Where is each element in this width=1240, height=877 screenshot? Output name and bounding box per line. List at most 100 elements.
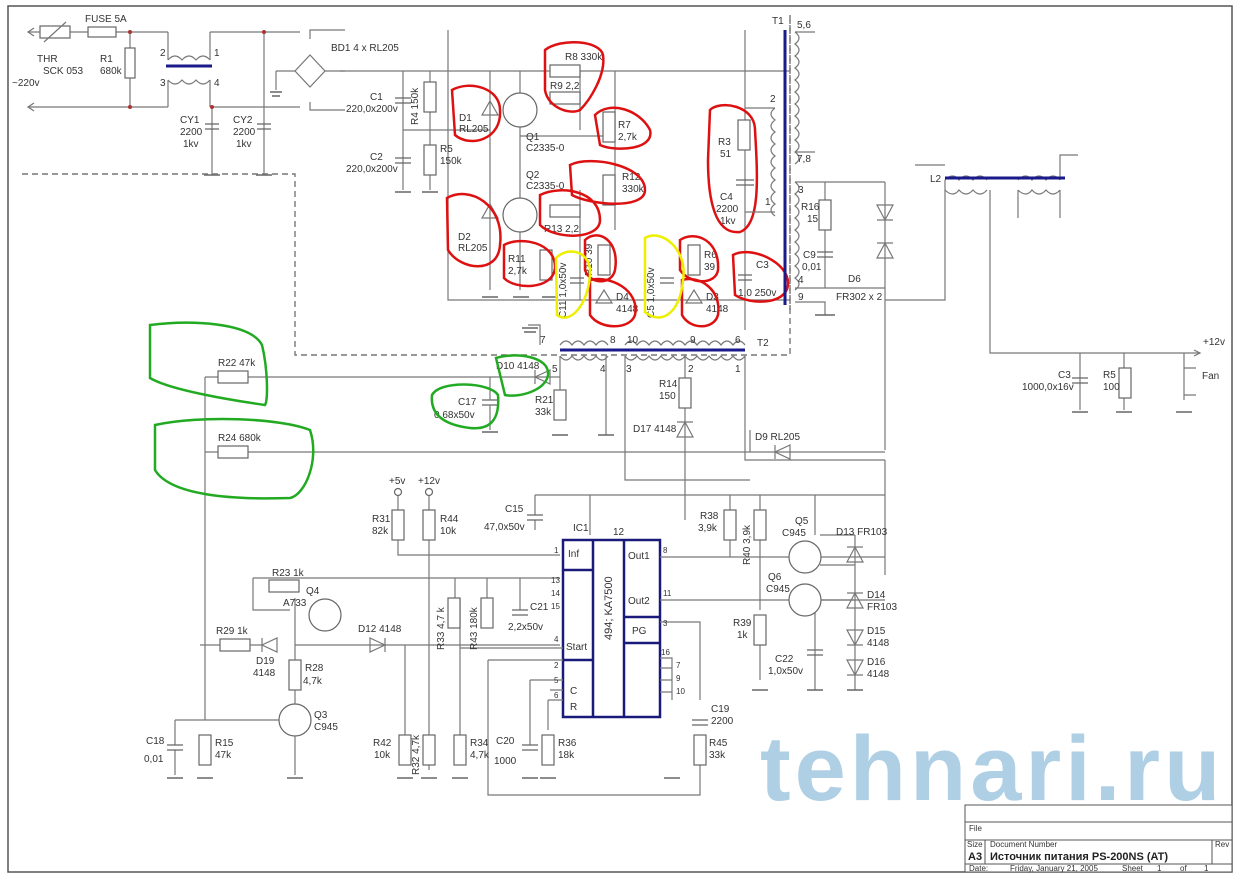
label-t2-pin: 1	[735, 364, 741, 375]
label-ic-pg: PG	[632, 626, 647, 637]
sheet-border	[7, 5, 1233, 873]
label-5v-rail: +5v	[389, 476, 405, 487]
label-c4-rating: 1kv	[720, 216, 736, 227]
watermark: tehnari.ru	[760, 718, 1224, 820]
label-t2-pin: 7	[540, 335, 546, 346]
common-mode-choke	[167, 55, 211, 85]
green-annotations	[148, 321, 550, 500]
title-sheet-total: 1	[1204, 864, 1209, 873]
label-t1-pin: 7,8	[797, 154, 811, 165]
resistor-r6	[687, 244, 701, 276]
label-ic-pin: 7	[676, 661, 681, 670]
label-r6: R6	[704, 250, 717, 261]
fuse	[87, 26, 117, 38]
label-c9: C9	[803, 250, 816, 261]
title-size-value: A3	[968, 851, 982, 863]
control-section: +5v +12v R31 82k R44 10k C15 47,0x50v IC…	[144, 460, 897, 796]
transformer-t2: 7 8 10 9 6 T2 5 4 3 2 1	[522, 324, 885, 520]
label-t1: T1	[772, 16, 784, 27]
label-ic-pin: 9	[676, 674, 681, 683]
label-d10: D10 4148	[496, 361, 540, 372]
label-r14-value: 150	[659, 391, 676, 402]
label-t2-pin: 2	[688, 364, 694, 375]
resistor-r40	[753, 509, 767, 541]
capacitor-c17	[482, 399, 498, 406]
label-d1: D1	[459, 113, 472, 124]
resistor-r4	[423, 81, 437, 113]
label-r36: R36	[558, 738, 577, 749]
label-cy1-value: 2200	[180, 127, 203, 138]
label-d6: D6	[848, 274, 861, 285]
label-r13: R13 2,2	[544, 224, 579, 235]
resistor-r31	[391, 509, 405, 541]
title-size-label: Size	[967, 840, 983, 849]
label-d4: D4	[616, 292, 629, 303]
label-12v-rail: +12v	[418, 476, 440, 487]
label-t1-pin: 5,6	[797, 20, 811, 31]
resistor-r1	[124, 47, 136, 79]
label-c1-value: 220,0x200v	[346, 104, 398, 115]
label-q2: Q2	[526, 170, 540, 181]
label-r38: R38	[700, 511, 719, 522]
label-r28: R28	[305, 663, 324, 674]
label-d4-value: 4148	[616, 304, 639, 315]
label-ic-pin: 11	[663, 589, 672, 598]
diode-d15	[846, 629, 864, 647]
diodes-d4-d3	[594, 288, 704, 304]
label-r8: R8 330k	[565, 52, 603, 63]
label-q5: Q5	[795, 516, 809, 527]
label-l2: L2	[930, 174, 942, 185]
label-d6-value: FR302 x 2	[836, 292, 883, 303]
label-c3-out-value: 1000,0x16v	[1022, 382, 1074, 393]
label-q5-value: C945	[782, 528, 806, 539]
title-of-label: of	[1180, 864, 1187, 873]
label-c18-value: 0,01	[144, 754, 164, 765]
title-file-label: File	[969, 824, 982, 833]
label-t2-pin: 8	[610, 335, 616, 346]
label-d1-value: RL205	[459, 124, 489, 135]
diode-d10	[533, 369, 551, 385]
label-thr: THR	[37, 54, 58, 65]
title-date-label: Date:	[969, 864, 988, 873]
capacitor-c19	[692, 719, 708, 726]
isolation-barrier	[22, 20, 791, 356]
transistor-q5	[788, 540, 822, 574]
bridge-rectifier-bd1: BD1 4 x RL205	[270, 29, 399, 111]
label-t1-pin: 4	[798, 275, 804, 286]
label-d2-value: RL205	[458, 243, 488, 254]
resistor-r3	[737, 119, 751, 151]
label-r7-value: 2,7k	[618, 132, 638, 143]
label-q6: Q6	[768, 572, 782, 583]
label-cy2-rating: 1kv	[236, 139, 252, 150]
label-r33: R33 4,7 k	[436, 606, 447, 650]
resistor-r23	[268, 579, 300, 593]
label-ic-part: 494; KA7500	[603, 576, 615, 640]
resistor-r24	[217, 445, 249, 459]
label-r39: R39	[733, 618, 752, 629]
label-d14: D14	[867, 590, 886, 601]
diode-d13	[846, 545, 864, 563]
label-ic-pin: 2	[554, 661, 559, 670]
label-r14: R14	[659, 379, 678, 390]
label-c18: C18	[146, 736, 165, 747]
label-choke-pin: 2	[160, 48, 166, 59]
label-ic-pin: 13	[551, 576, 560, 585]
label-t1-pin: 9	[798, 292, 804, 303]
label-t2-pin: 3	[626, 364, 632, 375]
label-c9-value: 0,01	[802, 262, 822, 273]
label-ic-pin: 3	[663, 619, 668, 628]
label-c20-value: 1000	[494, 756, 517, 767]
label-d14-value: FR103	[867, 602, 897, 613]
label-cy1-rating: 1kv	[183, 139, 199, 150]
label-r29: R29 1k	[216, 626, 249, 637]
resistor-r7	[602, 111, 616, 143]
capacitor-c22	[807, 649, 823, 656]
transistor-q1	[502, 92, 538, 128]
label-r21: R21	[535, 395, 554, 406]
mains-arrow-icon	[26, 27, 35, 112]
label-r6-value: 39	[704, 262, 716, 273]
label-q1: Q1	[526, 132, 540, 143]
resistor-r38	[723, 509, 737, 541]
label-r45: R45	[709, 738, 728, 749]
